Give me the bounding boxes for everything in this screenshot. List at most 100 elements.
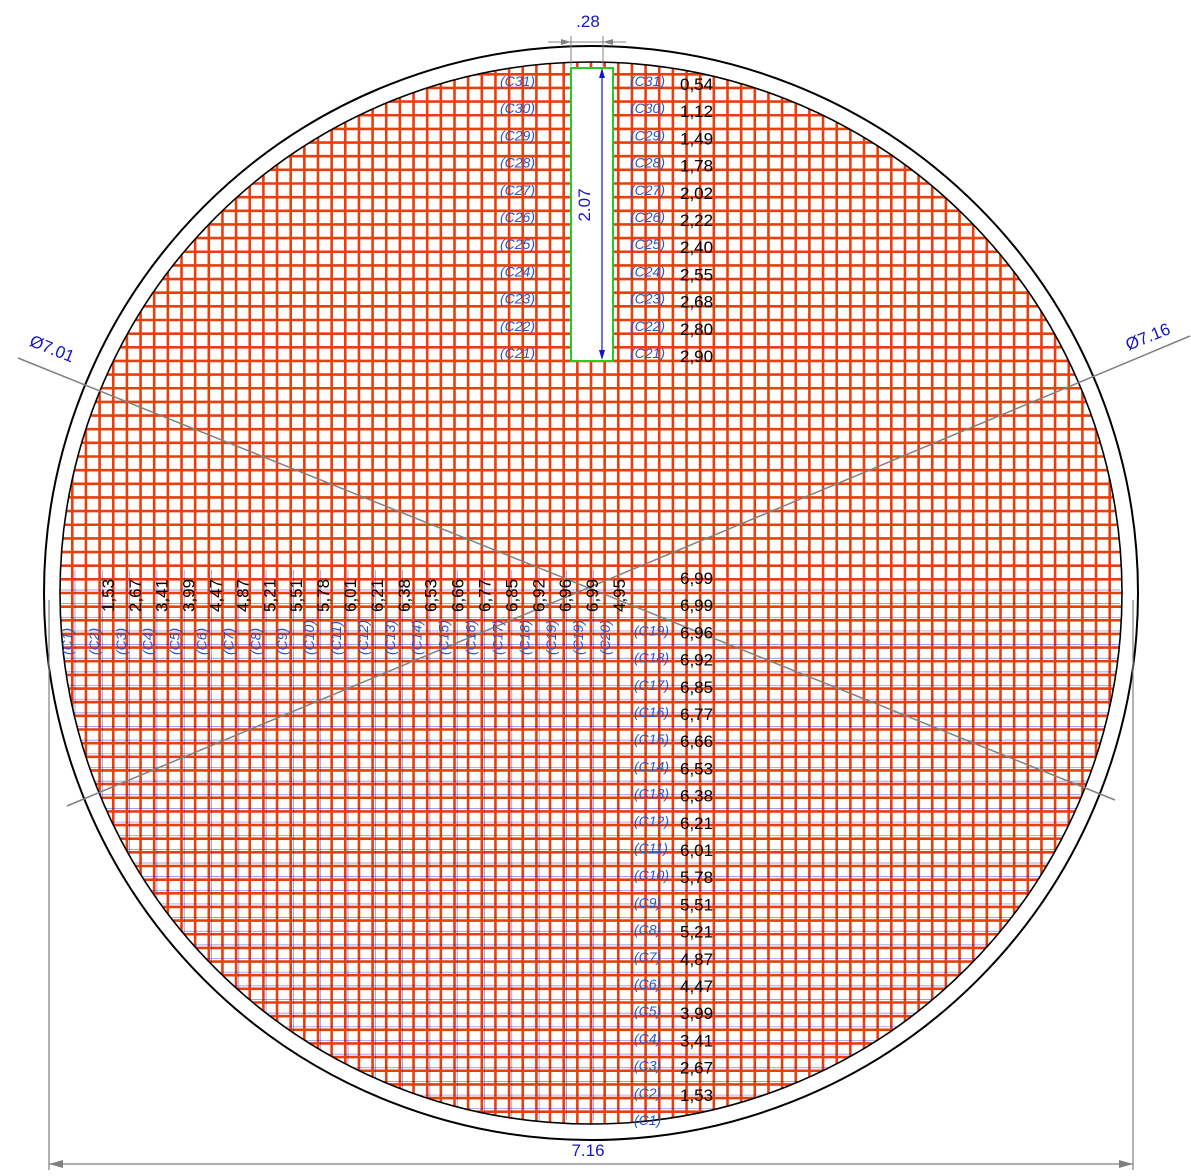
top-row-value: 2,55: [680, 265, 713, 284]
bottom-row-label: (C10): [634, 867, 669, 883]
bottom-row-label: (C13): [634, 786, 669, 802]
top-row-label-left: (C26): [500, 209, 535, 225]
top-row-label-right: (C22): [630, 318, 665, 334]
column-label: (C5): [167, 628, 183, 655]
bottom-row-label: (C11): [634, 840, 668, 856]
diagonal-line-right: [66, 335, 1191, 807]
bottom-row-label: (C6): [634, 976, 661, 992]
bottom-row-value: 6,92: [680, 651, 713, 670]
top-row-label-left: (C31): [500, 73, 535, 89]
top-row-label-right: (C24): [630, 263, 665, 279]
top-row-label-left: (C28): [500, 155, 535, 171]
bottom-row-label: (C16): [634, 704, 669, 720]
overall-width-dimension: 7.16: [571, 1141, 604, 1160]
column-value: 6,66: [449, 579, 468, 612]
top-row-value: 2,68: [680, 293, 713, 312]
bottom-row-value: 5,78: [680, 868, 713, 887]
column-label: (C7): [220, 628, 236, 655]
column-value: 6,01: [341, 579, 360, 612]
column-label: (C15): [436, 620, 452, 655]
column-value: 4,47: [207, 579, 226, 612]
top-row-value: 2,40: [680, 238, 713, 257]
column-value: 6,92: [529, 579, 548, 612]
bottom-row-value: 6,96: [680, 623, 713, 642]
top-row-label-right: (C25): [630, 236, 665, 252]
overall-arrow-right: [1119, 1160, 1133, 1168]
bottom-row-value: 6,53: [680, 759, 713, 778]
column-label: (C14): [409, 620, 425, 655]
bottom-row-label: (C4): [634, 1030, 661, 1046]
outer-diameter-dimension: Ø7.16: [1123, 319, 1173, 354]
column-label: (C2): [86, 628, 102, 655]
column-label: (C18): [516, 620, 532, 655]
bottom-row-value: 5,21: [680, 923, 713, 942]
bottom-row-value: 6,38: [680, 787, 713, 806]
column-label: (C19): [543, 620, 559, 655]
bottom-row-label: (C3): [634, 1058, 661, 1074]
top-row-value: 0,54: [680, 75, 713, 94]
column-label: (C8): [247, 628, 263, 655]
bottom-row-value: 6,99: [680, 569, 713, 588]
bottom-row-label: (C2): [634, 1085, 661, 1101]
top-row-label-left: (C23): [500, 291, 535, 307]
bottom-row-value: 4,87: [680, 950, 713, 969]
top-row-label-right: (C23): [630, 291, 665, 307]
bottom-row-value: 6,21: [680, 814, 713, 833]
top-row-label-left: (C27): [500, 182, 535, 198]
top-row-label-right: (C31): [630, 73, 665, 89]
column-label: (C16): [463, 620, 479, 655]
top-row-label-left: (C21): [500, 345, 535, 361]
top-row-label-right: (C26): [630, 209, 665, 225]
column-value: 5,78: [314, 579, 333, 612]
bottom-row-value: 6,66: [680, 732, 713, 751]
column-label: (C20): [597, 620, 613, 655]
column-label: (C12): [355, 620, 371, 655]
bottom-row-label: (C19): [634, 622, 669, 638]
top-row-label-right: (C21): [630, 345, 665, 361]
slot-width-dimension: .28: [576, 12, 600, 31]
column-value: 3,41: [153, 579, 172, 612]
bottom-row-value: 3,99: [680, 1004, 713, 1023]
top-row-label-left: (C29): [500, 127, 535, 143]
outer-circle: [43, 45, 1139, 1141]
column-value: 5,21: [260, 579, 279, 612]
bottom-row-label: (C7): [634, 949, 661, 965]
column-label: (C19): [570, 620, 586, 655]
bottom-row-label: (C9): [634, 894, 661, 910]
column-value: 6,96: [556, 579, 575, 612]
bottom-row-value: 6,77: [680, 705, 713, 724]
column-value: 4,95: [610, 579, 629, 612]
top-row-label-left: (C24): [500, 263, 535, 279]
column-label: (C1): [59, 628, 75, 655]
bottom-row-label: (C15): [634, 731, 669, 747]
column-value: 2,67: [126, 579, 145, 612]
column-label: (C13): [382, 620, 398, 655]
diagonal-line-left: [17, 357, 1116, 801]
column-label: (C6): [194, 628, 210, 655]
column-value: 6,77: [476, 579, 495, 612]
top-row-label-left: (C22): [500, 318, 535, 334]
inner-circle: [59, 61, 1123, 1125]
column-label: (C17): [489, 620, 505, 655]
column-value: 4,87: [233, 579, 252, 612]
bottom-row-value: 5,51: [680, 895, 713, 914]
column-value: 6,53: [422, 579, 441, 612]
column-value: 3,99: [180, 579, 199, 612]
bottom-row-value: 6,85: [680, 678, 713, 697]
top-row-label-left: (C25): [500, 236, 535, 252]
top-row-value: 2,02: [680, 184, 713, 203]
top-row-value: 2,22: [680, 211, 713, 230]
bottom-row-label: (C17): [634, 677, 669, 693]
top-row-label-right: (C28): [630, 155, 665, 171]
bottom-row-value: 3,41: [680, 1031, 713, 1050]
top-row-label-right: (C29): [630, 127, 665, 143]
top-row-label-right: (C27): [630, 182, 665, 198]
slot-width-arrow-right: [603, 39, 613, 45]
bottom-row-label: (C1): [634, 1112, 661, 1128]
bottom-row-value: 6,01: [680, 841, 713, 860]
top-row-value: 2,80: [680, 320, 713, 339]
column-value: 6,21: [368, 579, 387, 612]
slot-height-dimension: 2.07: [575, 188, 594, 221]
slot-arrow-bottom: [599, 350, 605, 360]
